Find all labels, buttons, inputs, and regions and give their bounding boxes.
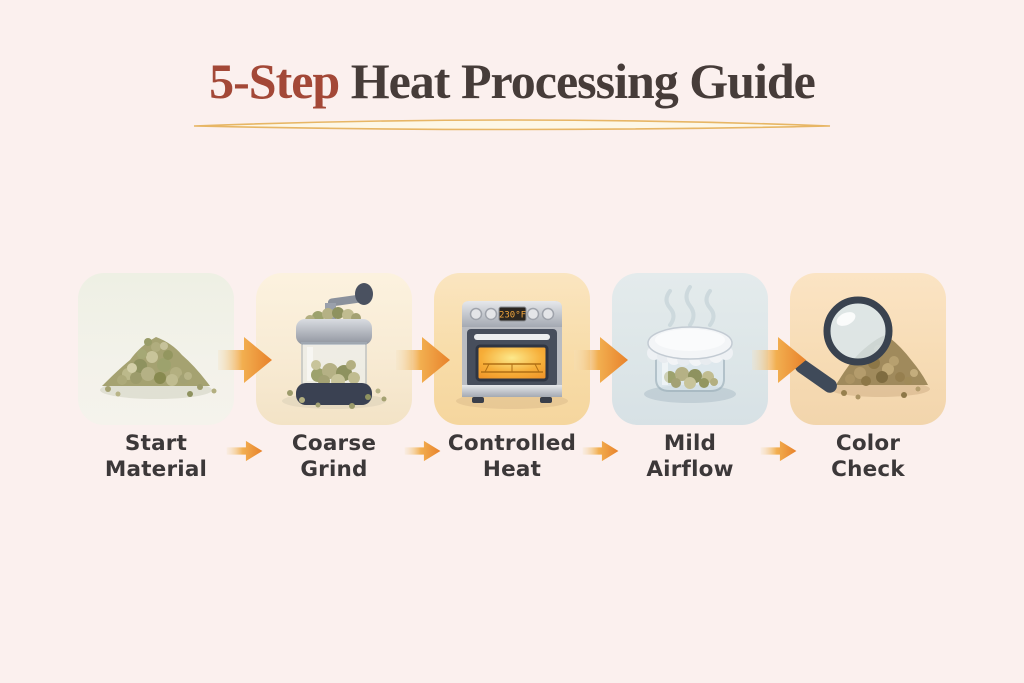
- step-label-line2: Check: [831, 457, 905, 482]
- step-tile-color-check: [790, 273, 946, 425]
- step-tile-controlled-heat: 230°F: [434, 273, 590, 425]
- oven-icon: 230°F: [456, 301, 568, 409]
- step-label-line2: Material: [104, 457, 208, 482]
- title-underline-swoosh: [193, 119, 831, 131]
- page-title-rest: Heat Processing Guide: [350, 53, 816, 109]
- arrow-right-icon: [574, 337, 628, 383]
- covered-bowl-steam-icon: [644, 285, 736, 403]
- arrow-right-icon: [752, 337, 806, 383]
- magnifier-pile-icon: [795, 296, 930, 400]
- step-label-line1: Start: [124, 431, 188, 456]
- arrow-right-icon: [218, 337, 272, 383]
- oven-display: 230°F: [499, 311, 526, 321]
- arrow-right-icon: [226, 440, 263, 462]
- step-label-line1: Color: [835, 431, 901, 456]
- page-title: 5-Step Heat Processing Guide: [0, 52, 1024, 110]
- hand-grinder-icon: [282, 283, 387, 409]
- step-tile-mild-airflow: [612, 273, 768, 425]
- herb-pile-icon: [100, 337, 217, 399]
- step-label-line1: Controlled: [447, 431, 577, 456]
- arrow-right-icon: [404, 440, 441, 462]
- step-label-line2: Heat: [482, 457, 542, 482]
- arrow-right-icon: [760, 440, 797, 462]
- page-title-accent: 5-Step: [209, 53, 340, 109]
- step-label-line2: Grind: [300, 457, 368, 482]
- step-label-line1: Coarse: [291, 431, 377, 456]
- step-tile-start-material: [78, 273, 234, 425]
- arrow-right-icon: [396, 337, 450, 383]
- step-tile-coarse-grind: [256, 273, 412, 425]
- step-label-line1: Mild: [663, 431, 717, 456]
- step-label-line2: Airflow: [646, 457, 734, 482]
- arrow-right-icon: [582, 440, 619, 462]
